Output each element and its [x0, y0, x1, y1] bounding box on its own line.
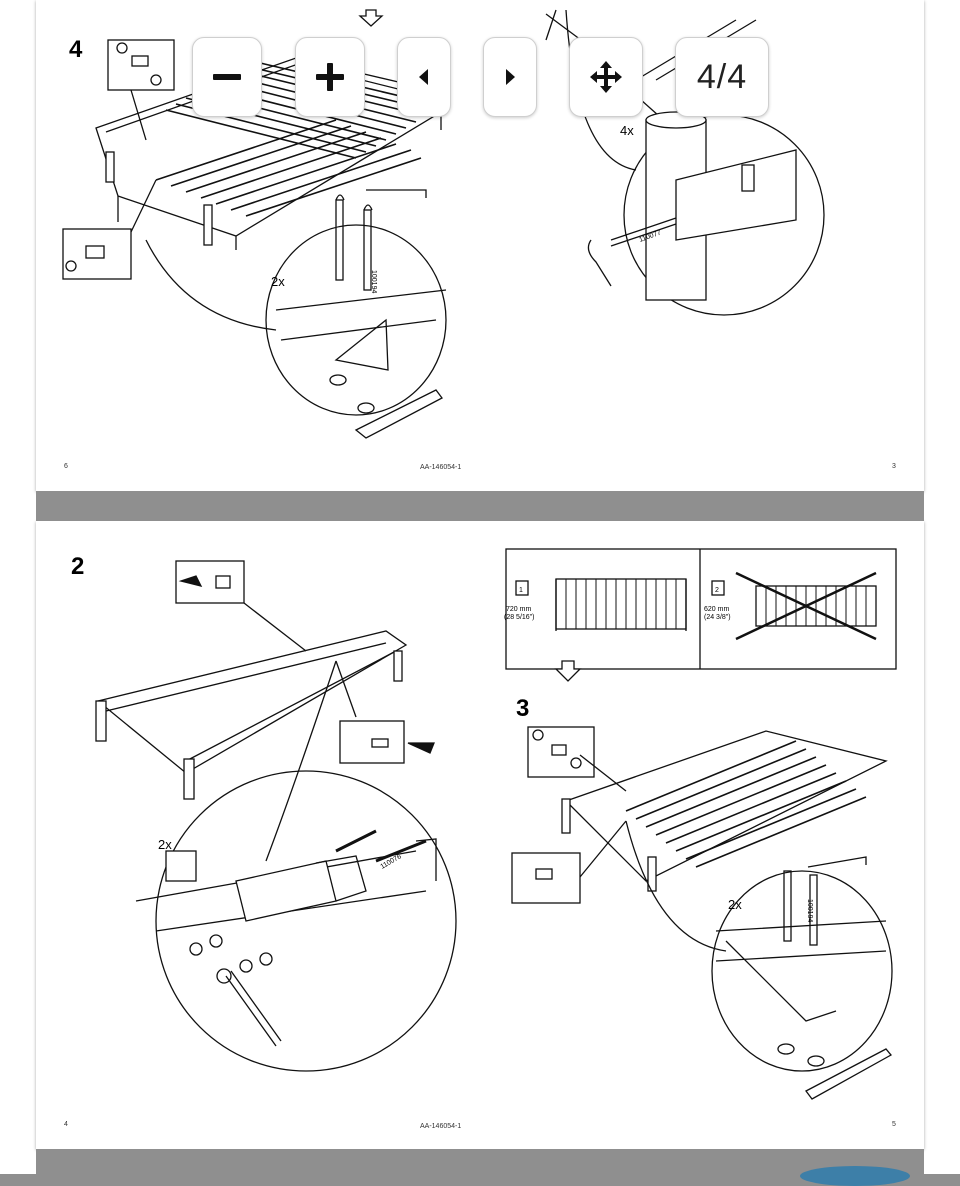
document-code: AA-146054-1 — [420, 1123, 462, 1130]
quantity-label: 4x — [620, 123, 634, 138]
four-arrow-move-icon — [590, 61, 622, 93]
previous-page-button[interactable] — [397, 37, 451, 117]
svg-text:(28 5/16"): (28 5/16") — [504, 614, 535, 621]
quantity-label: 2x — [158, 837, 172, 852]
steps-2-3-illustration: 110076 100194 1 2 720 mm (28 5/16") 620 … — [95, 548, 897, 1100]
step-3-label: 3 — [516, 695, 530, 722]
svg-text:620 mm: 620 mm — [704, 606, 729, 613]
page-number-right: 5 — [892, 1121, 896, 1128]
manual-page-top: 100194 110077 4 2x 4x 6 AA-146054-1 3 — [36, 0, 924, 491]
svg-text:100194: 100194 — [370, 270, 377, 293]
document-code: AA-146054-1 — [420, 464, 462, 471]
page-indicator-text: 4/4 — [696, 57, 748, 96]
plus-icon — [316, 63, 344, 91]
minus-icon — [213, 74, 241, 80]
page-separator — [36, 1149, 924, 1174]
page-number-left: 6 — [64, 463, 68, 470]
next-page-button[interactable] — [483, 37, 537, 117]
triangle-left-icon — [419, 69, 428, 85]
step-4-label: 4 — [69, 36, 83, 63]
svg-text:(24 3/8"): (24 3/8") — [704, 614, 731, 621]
svg-text:720 mm: 720 mm — [506, 606, 531, 613]
right-gutter — [924, 0, 960, 1174]
pan-button[interactable] — [569, 37, 643, 117]
svg-text:2: 2 — [715, 587, 719, 594]
page-number-left: 4 — [64, 1121, 68, 1128]
quantity-label: 2x — [271, 274, 285, 289]
manual-page-bottom: 110076 100194 1 2 720 mm (28 5/16") 620 … — [36, 521, 924, 1149]
quantity-label: 2x — [728, 897, 742, 912]
zoom-in-button[interactable] — [295, 37, 365, 117]
step-4-illustration: 100194 110077 — [62, 9, 825, 439]
svg-text:1: 1 — [519, 587, 523, 594]
page-number-right: 3 — [892, 463, 896, 470]
floating-action-indicator[interactable] — [800, 1166, 910, 1186]
triangle-right-icon — [506, 69, 515, 85]
zoom-out-button[interactable] — [192, 37, 262, 117]
step-2-label: 2 — [71, 553, 85, 580]
svg-text:100194: 100194 — [806, 899, 813, 922]
page-indicator: 4/4 — [675, 37, 769, 117]
left-gutter — [0, 0, 36, 1174]
page-separator — [36, 491, 924, 521]
